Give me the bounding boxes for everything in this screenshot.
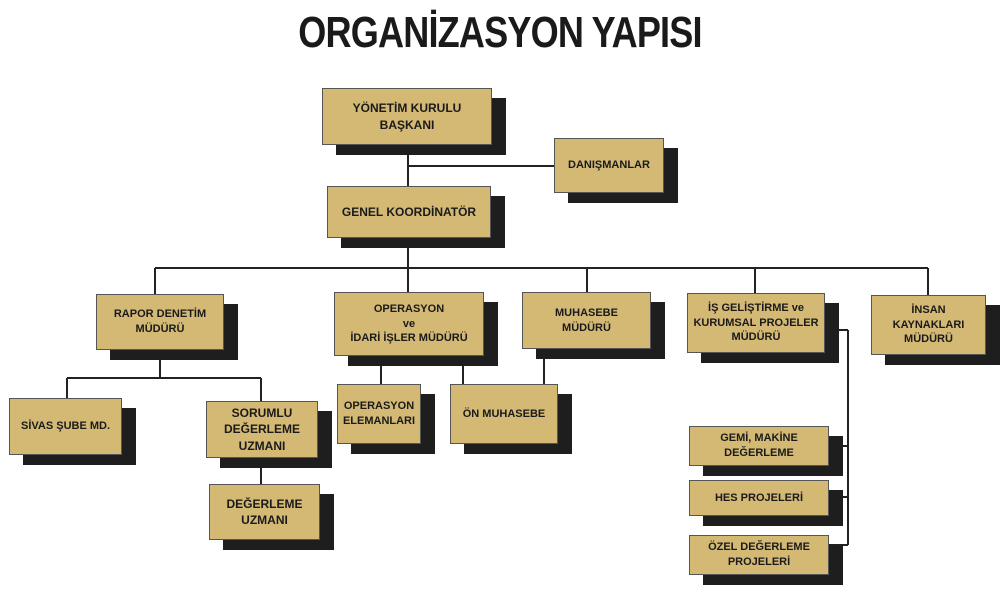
node-degerleme-uzmani: DEĞERLEME UZMANI xyxy=(209,484,320,540)
node-operasyon-elemanlari: OPERASYON ELEMANLARI xyxy=(337,384,421,444)
node-genel-koordinator: GENEL KOORDİNATÖR xyxy=(327,186,491,238)
node-gemi-makine-degerleme: GEMİ, MAKİNE DEĞERLEME xyxy=(689,426,829,466)
node-sorumlu-degerleme-uzmani: SORUMLU DEĞERLEME UZMANI xyxy=(206,401,318,458)
node-on-muhasebe: ÖN MUHASEBE xyxy=(450,384,558,444)
node-is-gelistirme-muduru: İŞ GELİŞTİRME ve KURUMSAL PROJELER MÜDÜR… xyxy=(687,293,825,353)
node-rapor-denetim-muduru: RAPOR DENETİM MÜDÜRÜ xyxy=(96,294,224,350)
node-sivas-sube-md: SİVAS ŞUBE MD. xyxy=(9,398,122,455)
node-ozel-degerleme-projeleri: ÖZEL DEĞERLEME PROJELERİ xyxy=(689,535,829,575)
node-hes-projeleri: HES PROJELERİ xyxy=(689,480,829,516)
node-muhasebe-muduru: MUHASEBE MÜDÜRÜ xyxy=(522,292,651,349)
node-insan-kaynaklari-muduru: İNSAN KAYNAKLARI MÜDÜRÜ xyxy=(871,295,986,355)
node-operasyon-idari-isler-muduru: OPERASYON ve İDARİ İŞLER MÜDÜRÜ xyxy=(334,292,484,356)
node-danismanlar: DANIŞMANLAR xyxy=(554,138,664,193)
node-yonetim-kurulu-baskani: YÖNETİM KURULU BAŞKANI xyxy=(322,88,492,145)
page-title: ORGANİZASYON YAPISI xyxy=(298,8,702,57)
